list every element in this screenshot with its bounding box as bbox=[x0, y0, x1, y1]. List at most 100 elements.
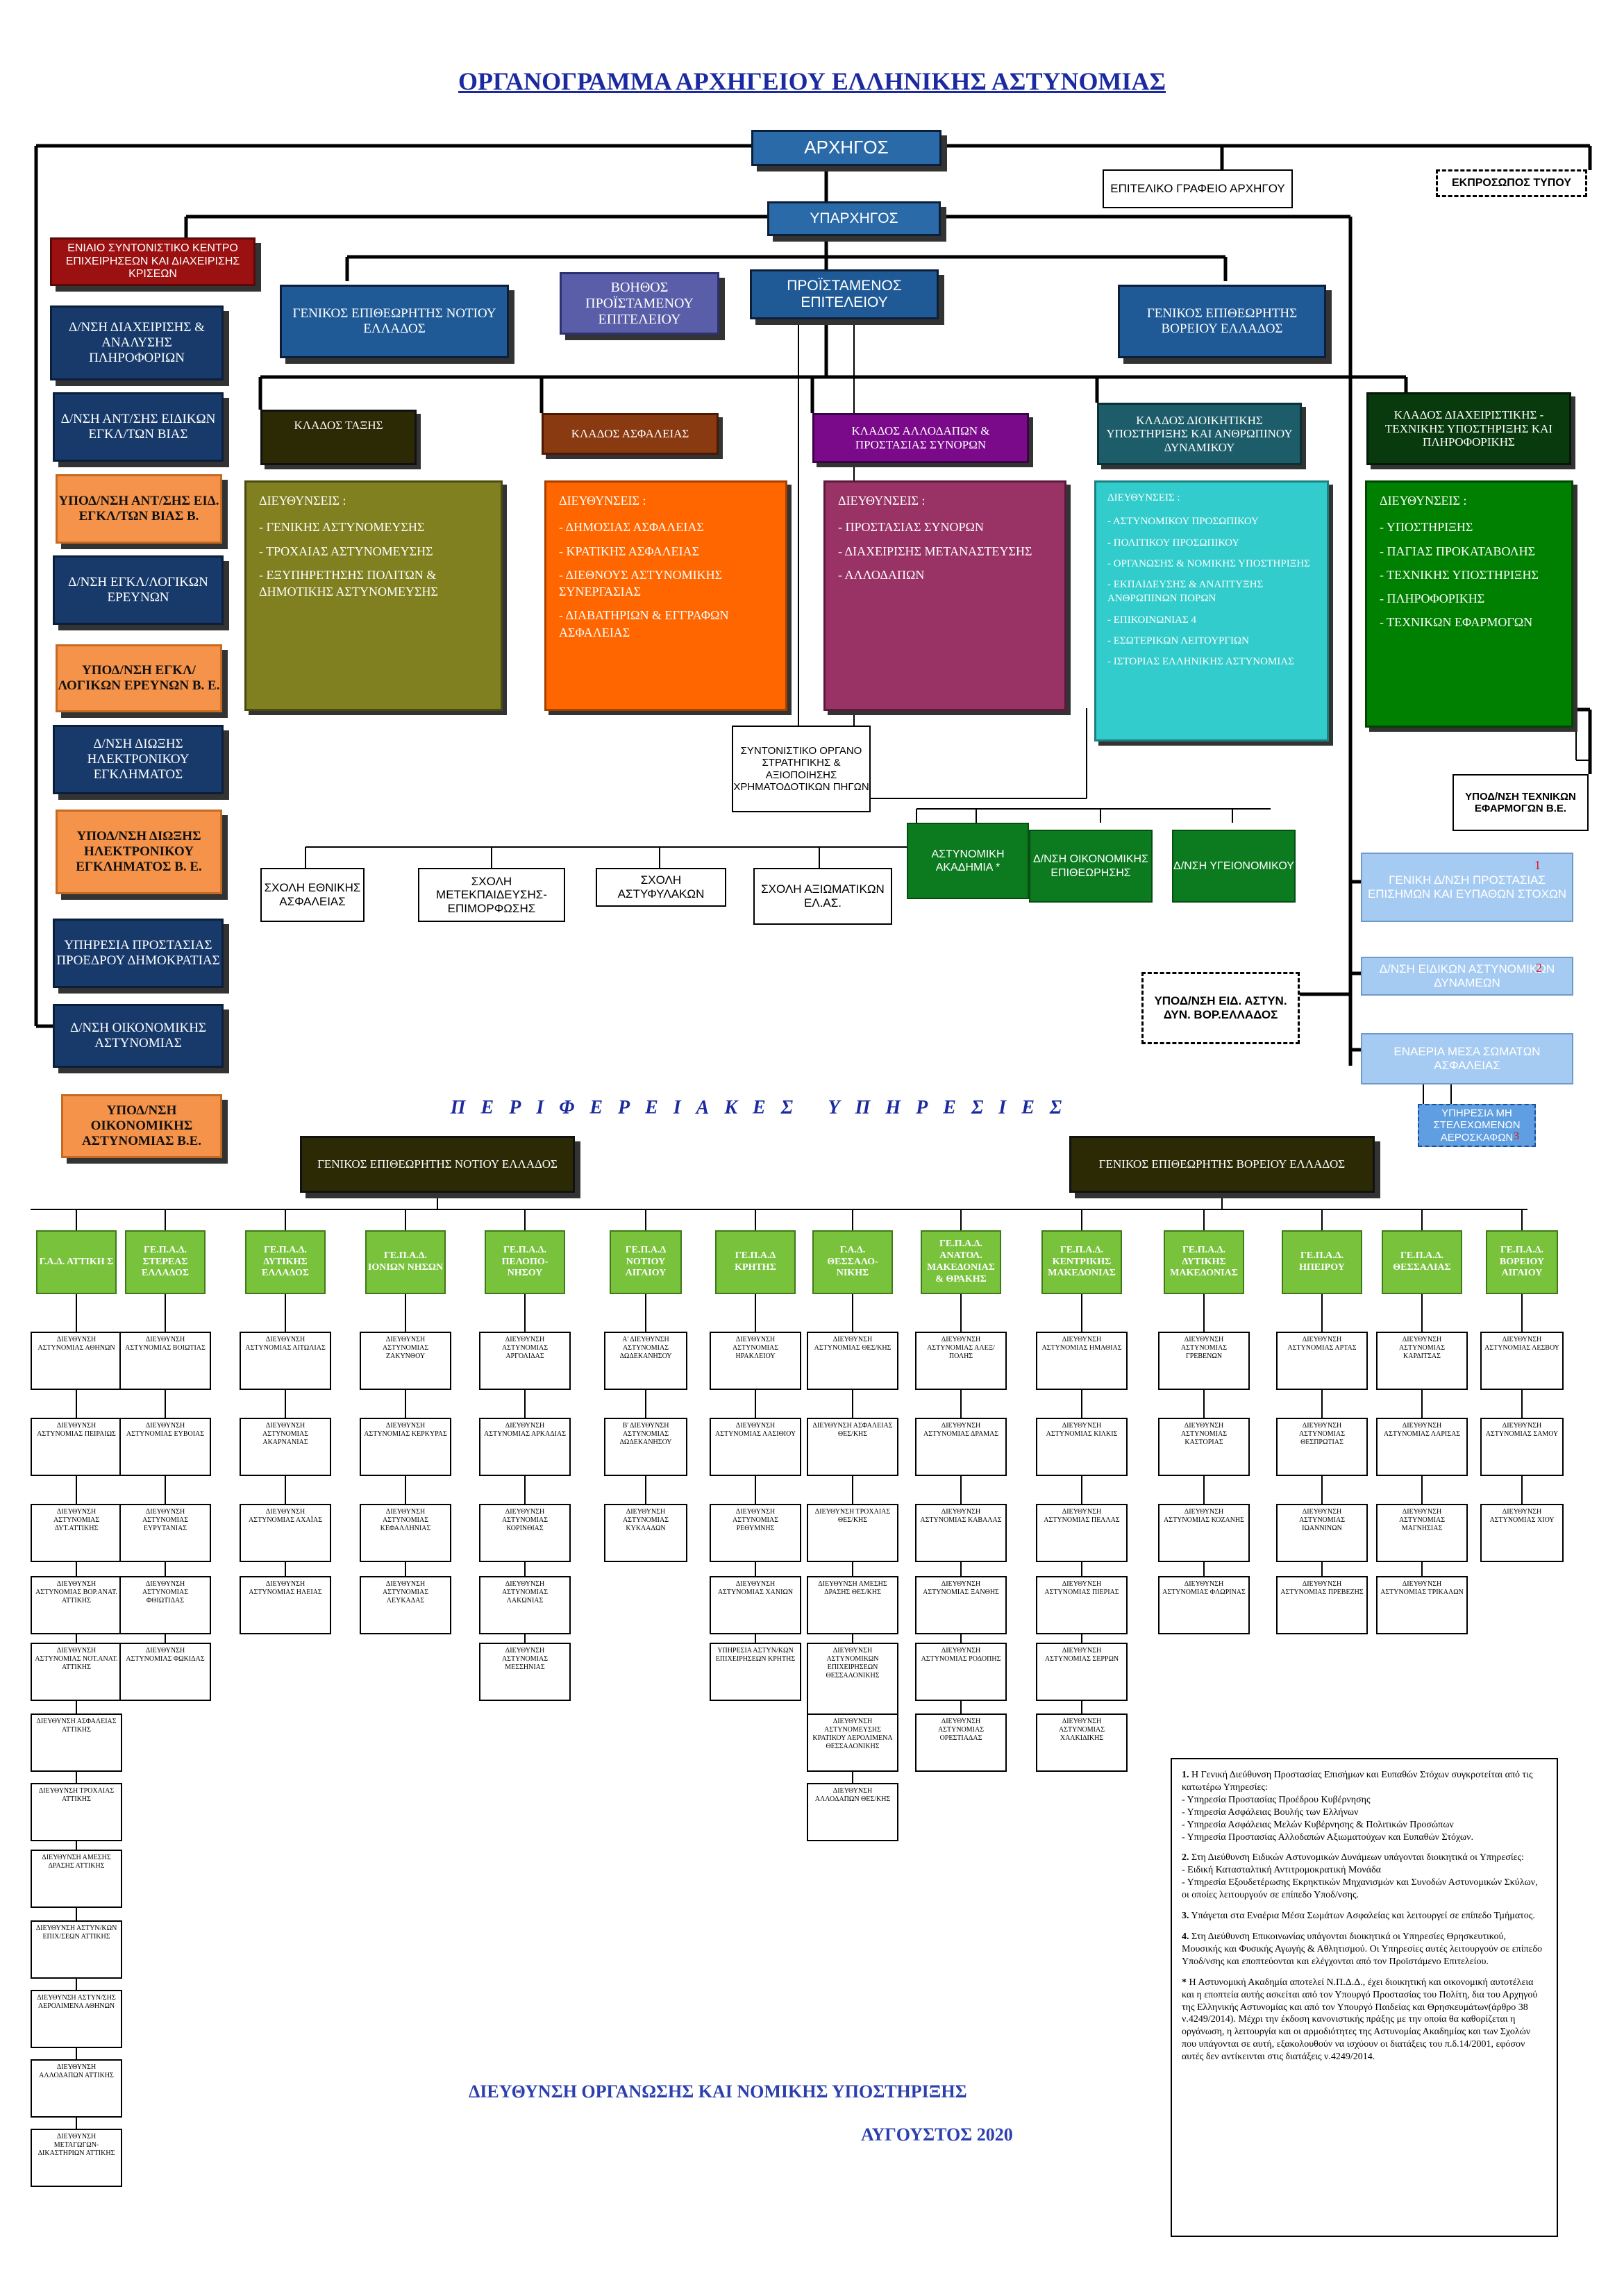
directorate-item[interactable]: - ΤΕΧΝΙΚΩΝ ΕΦΑΡΜΟΓΩΝ bbox=[1380, 615, 1533, 630]
head-staff-box[interactable]: ΠΡΟΪΣΤΑΜΕΝΟΣ ΕΠΙΤΕΛΕΙΟΥ bbox=[750, 269, 939, 319]
left-box-2[interactable]: ΥΠΟΔ/ΝΣΗ ΑΝΤ/ΣΗΣ ΕΙΔ. ΕΓΚΛ/ΤΩΝ ΒΙΑΣ Β. bbox=[56, 474, 222, 544]
regional-gi-north[interactable]: ΓΕΝΙΚΟΣ ΕΠΙΘΕΩΡΗΤΗΣ ΒΟΡΕΙΟΥ ΕΛΛΑΔΟΣ bbox=[1069, 1136, 1375, 1193]
region-directorate[interactable]: ΔΙΕΥΘΥΝΣΗ ΑΣΤΥΝΟΜΙΑΣ ΛΑΣΙΘΙΟΥ bbox=[710, 1418, 801, 1476]
left-box-5[interactable]: Δ/ΝΣΗ ΔΙΩΞΗΣ ΗΛΕΚΤΡΟΝΙΚΟΥ ΕΓΚΛΗΜΑΤΟΣ bbox=[53, 725, 224, 794]
region-directorate[interactable]: ΔΙΕΥΘΥΝΣΗ ΑΛΛΟΔΑΠΩΝ ΑΤΤΙΚΗΣ bbox=[31, 2059, 122, 2118]
branch-allodapi-header[interactable]: ΚΛΑΔΟΣ ΑΛΛΟΔΑΠΩΝ & ΠΡΟΣΤΑΣΙΑΣ ΣΥΝΟΡΩΝ bbox=[812, 413, 1029, 463]
left-box-7[interactable]: ΥΠΗΡΕΣΙΑ ΠΡΟΣΤΑΣΙΑΣ ΠΡΟΕΔΡΟΥ ΔΗΜΟΚΡΑΤΙΑΣ bbox=[53, 919, 224, 988]
tech-sub-box[interactable]: ΥΠΟΔ/ΝΣΗ ΤΕΧΝΙΚΩΝ ΕΦΑΡΜΟΓΩΝ Β.Ε. bbox=[1453, 774, 1589, 831]
left-box-9[interactable]: ΥΠΟΔ/ΝΣΗ ΟΙΚΟΝΟΜΙΚΗΣ ΑΣΤΥΝΟΜΙΑΣ Β.Ε. bbox=[61, 1094, 222, 1158]
branch-asfaleia-header[interactable]: ΚΛΑΔΟΣ ΑΣΦΑΛΕΙΑΣ bbox=[542, 413, 719, 455]
left-box-1[interactable]: Δ/ΝΣΗ ΑΝΤ/ΣΗΣ ΕΙΔΙΚΩΝ ΕΓΚΛ/ΤΩΝ ΒΙΑΣ bbox=[53, 392, 224, 462]
region-directorate[interactable]: ΔΙΕΥΘΥΝΣΗ ΑΣΤΥΝΟΜΙΑΣ ΞΑΝΘΗΣ bbox=[915, 1576, 1007, 1634]
directorate-item[interactable]: - ΠΟΛΙΤΙΚΟΥ ΠΡΟΣΩΠΙΚΟΥ bbox=[1107, 537, 1240, 548]
region-directorate[interactable]: ΔΙΕΥΘΥΝΣΗ ΑΣΤΥΝΟΜΙΑΣ ΘΕΣΠΡΩΤΙΑΣ bbox=[1276, 1418, 1368, 1476]
air-sub-box[interactable]: ΥΠΗΡΕΣΙΑ ΜΗ ΣΤΕΛΕΧΩΜΕΝΩΝ ΑΕΡΟΣΚΑΦΩΝ bbox=[1418, 1104, 1536, 1147]
region-directorate[interactable]: ΔΙΕΥΘΥΝΣΗ ΑΣΤΥΝΟΜΙΑΣ ΒΟΡ.ΑΝΑΤ. ΑΤΤΙΚΗΣ bbox=[31, 1576, 122, 1634]
region-directorate[interactable]: ΔΙΕΥΘΥΝΣΗ ΑΣΤΥΝΟΜΙΑΣ ΧΙΟΥ bbox=[1480, 1504, 1564, 1562]
left-box-6[interactable]: ΥΠΟΔ/ΝΣΗ ΔΙΩΞΗΣ ΗΛΕΚΤΡΟΝΙΚΟΥ ΕΓΚΛΗΜΑΤΟΣ … bbox=[56, 810, 222, 894]
region-directorate[interactable]: ΔΙΕΥΘΥΝΣΗ ΑΣΤΥΝΟΜΙΑΣ ΠΕΙΡΑΙΩΣ bbox=[31, 1418, 122, 1476]
region-header[interactable]: ΓΕ.Π.Α.Δ. ΠΕΛΟΠΟ-ΝΗΣΟΥ bbox=[485, 1230, 565, 1294]
gi-north-box[interactable]: ΓΕΝΙΚΟΣ ΕΠΙΘΕΩΡΗΤΗΣ ΒΟΡΕΙΟΥ ΕΛΛΑΔΟΣ bbox=[1118, 285, 1326, 358]
region-header[interactable]: ΓΕ.Π.Α.Δ ΝΟΤΙΟΥ ΑΙΓΑΙΟΥ bbox=[610, 1230, 682, 1294]
region-directorate[interactable]: ΔΙΕΥΘΥΝΣΗ ΑΣΦΑΛΕΙΑΣ ΑΤΤΙΚΗΣ bbox=[31, 1713, 122, 1772]
school-box[interactable]: ΣΧΟΛΗ ΕΘΝΙΚΗΣ ΑΣΦΑΛΕΙΑΣ bbox=[260, 868, 365, 922]
region-directorate[interactable]: ΔΙΕΥΘΥΝΣΗ ΑΣΦΑΛΕΙΑΣ ΘΕΣ/ΚΗΣ bbox=[807, 1418, 898, 1476]
region-directorate[interactable]: ΔΙΕΥΘΥΝΣΗ ΑΣΤΥΝΟΜΙΑΣ ΠΙΕΡΙΑΣ bbox=[1036, 1576, 1128, 1634]
directorate-item[interactable]: - ΔΙΑΒΑΤΗΡΙΩΝ & ΕΓΓΡΑΦΩΝ ΑΣΦΑΛΕΙΑΣ bbox=[559, 608, 729, 639]
region-directorate[interactable]: ΔΙΕΥΘΥΝΣΗ ΑΣΤΥΝΟΜΙΑΣ ΗΛΕΙΑΣ bbox=[240, 1576, 331, 1634]
directorate-item[interactable]: - ΠΛΗΡΟΦΟΡΙΚΗΣ bbox=[1380, 592, 1485, 606]
directorate-item[interactable]: - ΑΛΛΟΔΑΠΩΝ bbox=[838, 567, 925, 582]
left-box-8[interactable]: Δ/ΝΣΗ ΟΙΚΟΝΟΜΙΚΗΣ ΑΣΤΥΝΟΜΙΑΣ bbox=[53, 1004, 224, 1068]
region-directorate[interactable]: ΔΙΕΥΘΥΝΣΗ ΑΣΤΥΝΟΜΕΥΣΗΣ ΚΡΑΤΙΚΟΥ ΑΕΡΟΛΙΜΕ… bbox=[807, 1713, 898, 1772]
region-directorate[interactable]: ΔΙΕΥΘΥΝΣΗ ΑΣΤΥΝΟΜΙΑΣ ΙΩΑΝΝΙΝΩΝ bbox=[1276, 1504, 1368, 1562]
region-header[interactable]: ΓΕ.Π.Α.Δ ΚΡΗΤΗΣ bbox=[715, 1230, 796, 1294]
gi-south-box[interactable]: ΓΕΝΙΚΟΣ ΕΠΙΘΕΩΡΗΤΗΣ ΝΟΤΙΟΥ ΕΛΛΑΔΟΣ bbox=[280, 285, 509, 358]
branch-taxi-header[interactable]: ΚΛΑΔΟΣ ΤΑΞΗΣ bbox=[260, 410, 417, 465]
directorate-item[interactable]: - ΤΡΟΧΑΙΑΣ ΑΣΤΥΝΟΜΕΥΣΗΣ bbox=[259, 544, 433, 558]
region-directorate[interactable]: ΔΙΕΥΘΥΝΣΗ ΤΡΟΧΑΙΑΣ ΑΤΤΙΚΗΣ bbox=[31, 1783, 122, 1841]
region-directorate[interactable]: ΥΠΗΡΕΣΙΑ ΑΣΤΥΝ/ΚΩΝ ΕΠΙΧΕΙΡΗΣΕΩΝ ΚΡΗΤΗΣ bbox=[710, 1643, 801, 1701]
region-header[interactable]: ΓΕ.Π.Α.Δ. ΒΟΡΕΙΟΥ ΑΙΓΑΙΟΥ bbox=[1486, 1230, 1558, 1294]
region-directorate[interactable]: ΔΙΕΥΘΥΝΣΗ ΑΣΤΥΝΟΜΙΑΣ ΓΡΕΒΕΝΩΝ bbox=[1158, 1332, 1250, 1390]
region-directorate[interactable]: ΔΙΕΥΘΥΝΣΗ ΑΣΤΥΝΟΜΙΑΣ ΤΡΙΚΑΛΩΝ bbox=[1376, 1576, 1468, 1634]
branch-diaxeiristiki-header[interactable]: ΚΛΑΔΟΣ ΔΙΑΧΕΙΡΙΣΤΙΚΗΣ - ΤΕΧΝΙΚΗΣ ΥΠΟΣΤΗΡ… bbox=[1366, 392, 1571, 465]
region-directorate[interactable]: ΔΙΕΥΘΥΝΣΗ ΤΡΟΧΑΙΑΣ ΘΕΣ/ΚΗΣ bbox=[807, 1504, 898, 1562]
region-directorate[interactable]: ΔΙΕΥΘΥΝΣΗ ΑΣΤΥΝΟΜΙΑΣ ΦΩΚΙΔΑΣ bbox=[119, 1643, 211, 1701]
health-box[interactable]: Δ/ΝΣΗ ΥΓΕΙΟΝΟΜΙΚΟΥ bbox=[1172, 830, 1296, 903]
deputy-box[interactable]: ΥΠΑΡΧΗΓΟΣ bbox=[767, 201, 941, 236]
region-directorate[interactable]: ΔΙΕΥΘΥΝΣΗ ΑΣΤΥΝΟΜΙΑΣ ΔΡΑΜΑΣ bbox=[915, 1418, 1007, 1476]
left-box-3[interactable]: Δ/ΝΣΗ ΕΓΚΛ/ΛΟΓΙΚΩΝ ΕΡΕΥΝΩΝ bbox=[53, 555, 224, 625]
region-directorate[interactable]: ΔΙΕΥΘΥΝΣΗ ΑΛΛΟΔΑΠΩΝ ΘΕΣ/ΚΗΣ bbox=[807, 1783, 898, 1841]
region-directorate[interactable]: ΔΙΕΥΘΥΝΣΗ ΑΣΤΥΝΟΜΙΑΣ ΚΑΣΤΟΡΙΑΣ bbox=[1158, 1418, 1250, 1476]
directorate-item[interactable]: - ΚΡΑΤΙΚΗΣ ΑΣΦΑΛΕΙΑΣ bbox=[559, 544, 700, 558]
region-directorate[interactable]: Β' ΔΙΕΥΘΥΝΣΗ ΑΣΤΥΝΟΜΙΑΣ ΔΩΔΕΚΑΝΗΣΟΥ bbox=[604, 1418, 687, 1476]
region-directorate[interactable]: ΔΙΕΥΘΥΝΣΗ ΑΣΤΥΝΟΜΙΑΣ ΦΘΙΩΤΙΔΑΣ bbox=[119, 1576, 211, 1634]
region-directorate[interactable]: ΔΙΕΥΘΥΝΣΗ ΑΣΤΥΝΟΜΙΑΣ ΛΑΚΩΝΙΑΣ bbox=[479, 1576, 571, 1634]
region-directorate[interactable]: ΔΙΕΥΘΥΝΣΗ ΑΣΤΥΝΟΜΙΑΣ ΗΡΑΚΛΕΙΟΥ bbox=[710, 1332, 801, 1390]
region-directorate[interactable]: ΔΙΕΥΘΥΝΣΗ ΑΣΤΥΝΟΜΙΑΣ ΑΛΕΞ/ΠΟΛΗΣ bbox=[915, 1332, 1007, 1390]
region-directorate[interactable]: ΔΙΕΥΘΥΝΣΗ ΑΣΤΥΝΟΜΙΑΣ ΝΟΤ.ΑΝΑΤ. ΑΤΤΙΚΗΣ bbox=[31, 1643, 122, 1701]
region-directorate[interactable]: ΔΙΕΥΘΥΝΣΗ ΑΣΤΥΝΟΜΙΑΣ ΡΕΘΥΜΝΗΣ bbox=[710, 1504, 801, 1562]
directorate-item[interactable]: - ΠΑΓΙΑΣ ΠΡΟΚΑΤΑΒΟΛΗΣ bbox=[1380, 544, 1536, 558]
directorate-item[interactable]: - ΙΣΤΟΡΙΑΣ ΕΛΛΗΝΙΚΗΣ ΑΣΤΥΝΟΜΙΑΣ bbox=[1107, 656, 1294, 667]
region-header[interactable]: ΓΕ.Π.Α.Δ. ΔΥΤΙΚΗΣ ΕΛΛΑΔΟΣ bbox=[245, 1230, 326, 1294]
region-directorate[interactable]: ΔΙΕΥΘΥΝΣΗ ΑΣΤΥΝΟΜΙΑΣ ΔΥΤ.ΑΤΤΙΚΗΣ bbox=[31, 1504, 122, 1562]
region-directorate[interactable]: ΔΙΕΥΘΥΝΣΗ ΑΣΤΥΝΟΜΙΑΣ ΑΚΑΡΝΑΝΙΑΣ bbox=[240, 1418, 331, 1476]
directorate-item[interactable]: - ΕΞΥΠΗΡΕΤΗΣΗΣ ΠΟΛΙΤΩΝ & ΔΗΜΟΤΙΚΗΣ ΑΣΤΥΝ… bbox=[259, 567, 438, 599]
directorate-item[interactable]: - ΔΙΕΘΝΟΥΣ ΑΣΤΥΝΟΜΙΚΗΣ ΣΥΝΕΡΓΑΣΙΑΣ bbox=[559, 567, 723, 599]
region-directorate[interactable]: ΔΙΕΥΘΥΝΣΗ ΑΣΤΥΝΟΜΙΑΣ ΕΥΡΥΤΑΝΙΑΣ bbox=[119, 1504, 211, 1562]
protection-box[interactable]: ΓΕΝΙΚΗ Δ/ΝΣΗ ΠΡΟΣΤΑΣΙΑΣ ΕΠΙΣΗΜΩΝ ΚΑΙ ΕΥΠ… bbox=[1361, 853, 1573, 922]
region-directorate[interactable]: ΔΙΕΥΘΥΝΣΗ ΑΣΤΥΝΟΜΙΑΣ ΑΘΗΝΩΝ bbox=[31, 1332, 122, 1390]
press-box[interactable]: ΕΚΠΡΟΣΩΠΟΣ ΤΥΠΟΥ bbox=[1436, 169, 1587, 197]
region-directorate[interactable]: ΔΙΕΥΘΥΝΣΗ ΑΣΤΥΝΟΜΙΑΣ ΜΕΣΣΗΝΙΑΣ bbox=[479, 1643, 571, 1701]
region-directorate[interactable]: ΔΙΕΥΘΥΝΣΗ ΑΣΤΥΝΟΜΙΑΣ ΚΟΡΙΝΘΙΑΣ bbox=[479, 1504, 571, 1562]
staff-office-box[interactable]: ΕΠΙΤΕΛΙΚΟ ΓΡΑΦΕΙΟ ΑΡΧΗΓΟΥ bbox=[1103, 169, 1293, 208]
school-box[interactable]: ΣΧΟΛΗ ΑΞΙΩΜΑΤΙΚΩΝ ΕΛ.ΑΣ. bbox=[753, 868, 892, 925]
regional-gi-south[interactable]: ΓΕΝΙΚΟΣ ΕΠΙΘΕΩΡΗΤΗΣ ΝΟΤΙΟΥ ΕΛΛΑΔΟΣ bbox=[300, 1136, 575, 1193]
region-header[interactable]: ΓΕ.Π.Α.Δ. ΗΠΕΙΡΟΥ bbox=[1282, 1230, 1362, 1294]
region-directorate[interactable]: ΔΙΕΥΘΥΝΣΗ ΑΣΤΥΝΟΜΙΑΣ ΘΕΣ/ΚΗΣ bbox=[807, 1332, 898, 1390]
region-header[interactable]: ΓΕ.Π.Α.Δ. ΔΥΤΙΚΗΣ ΜΑΚΕΔΟΝΙΑΣ bbox=[1164, 1230, 1244, 1294]
region-directorate[interactable]: ΔΙΕΥΘΥΝΣΗ ΑΣΤΥΝΟΜΙΑΣ ΚΟΖΑΝΗΣ bbox=[1158, 1504, 1250, 1562]
school-box[interactable]: ΣΧΟΛΗ ΜΕΤΕΚΠΑΙΔΕΥΣΗΣ-ΕΠΙΜΟΡΦΩΣΗΣ bbox=[418, 868, 565, 922]
school-box[interactable]: ΣΧΟΛΗ ΑΣΤΥΦΥΛΑΚΩΝ bbox=[596, 868, 726, 907]
region-header[interactable]: Γ.Α.Δ. ΑΤΤΙΚΗ Σ bbox=[36, 1230, 117, 1294]
directorate-item[interactable]: - ΠΡΟΣΤΑΣΙΑΣ ΣΥΝΟΡΩΝ bbox=[838, 520, 984, 535]
special-sub-box[interactable]: ΥΠΟΔ/ΝΣΗ ΕΙΔ. ΑΣΤΥΝ. ΔΥΝ. ΒΟΡ.ΕΛΛΑΔΟΣ bbox=[1141, 972, 1300, 1044]
region-directorate[interactable]: ΔΙΕΥΘΥΝΣΗ ΑΣΤΥΝΟΜΙΑΣ ΡΟΔΟΠΗΣ bbox=[915, 1643, 1007, 1701]
region-directorate[interactable]: ΔΙΕΥΘΥΝΣΗ ΜΕΤΑΓΩΓΩΝ-ΔΙΚΑΣΤΗΡΙΩΝ ΑΤΤΙΚΗΣ bbox=[31, 2129, 122, 2187]
region-directorate[interactable]: ΔΙΕΥΘΥΝΣΗ ΑΣΤΥΝΟΜΙΑΣ ΛΕΥΚΑΔΑΣ bbox=[360, 1576, 451, 1634]
region-directorate[interactable]: ΔΙΕΥΘΥΝΣΗ ΑΣΤΥΝΟΜΙΑΣ ΧΑΝΙΩΝ bbox=[710, 1576, 801, 1634]
region-directorate[interactable]: ΔΙΕΥΘΥΝΣΗ ΑΣΤΥΝΟΜΙΑΣ ΑΧΑΪΑΣ bbox=[240, 1504, 331, 1562]
coordination-box[interactable]: ΣΥΝΤΟΝΙΣΤΙΚΟ ΟΡΓΑΝΟ ΣΤΡΑΤΗΓΙΚΗΣ & ΑΞΙΟΠΟ… bbox=[732, 726, 871, 812]
region-directorate[interactable]: ΔΙΕΥΘΥΝΣΗ ΑΣΤΥΝΟΜΙΑΣ ΦΛΩΡΙΝΑΣ bbox=[1158, 1576, 1250, 1634]
region-directorate[interactable]: ΔΙΕΥΘΥΝΣΗ ΑΣΤΥΝΟΜΙΑΣ ΟΡΕΣΤΙΑΔΑΣ bbox=[915, 1713, 1007, 1772]
chief-box[interactable]: ΑΡΧΗΓΟΣ bbox=[751, 130, 941, 166]
region-header[interactable]: ΓΕ.Π.Α.Δ. ΘΕΣΣΑΛΙΑΣ bbox=[1382, 1230, 1462, 1294]
region-directorate[interactable]: ΔΙΕΥΘΥΝΣΗ ΑΜΕΣΗΣ ΔΡΑΣΗΣ ΘΕΣ/ΚΗΣ bbox=[807, 1576, 898, 1634]
branch-dioikitiki-header[interactable]: ΚΛΑΔΟΣ ΔΙΟΙΚΗΤΙΚΗΣ ΥΠΟΣΤΗΡΙΞΗΣ ΚΑΙ ΑΝΘΡΩ… bbox=[1097, 403, 1302, 465]
assistant-head-box[interactable]: ΒΟΗΘΟΣ ΠΡΟΪΣΤΑΜΕΝΟΥ ΕΠΙΤΕΛΕΙΟΥ bbox=[560, 272, 719, 335]
region-directorate[interactable]: ΔΙΕΥΘΥΝΣΗ ΑΣΤΥΝΟΜΙΑΣ ΣΕΡΡΩΝ bbox=[1036, 1643, 1128, 1701]
